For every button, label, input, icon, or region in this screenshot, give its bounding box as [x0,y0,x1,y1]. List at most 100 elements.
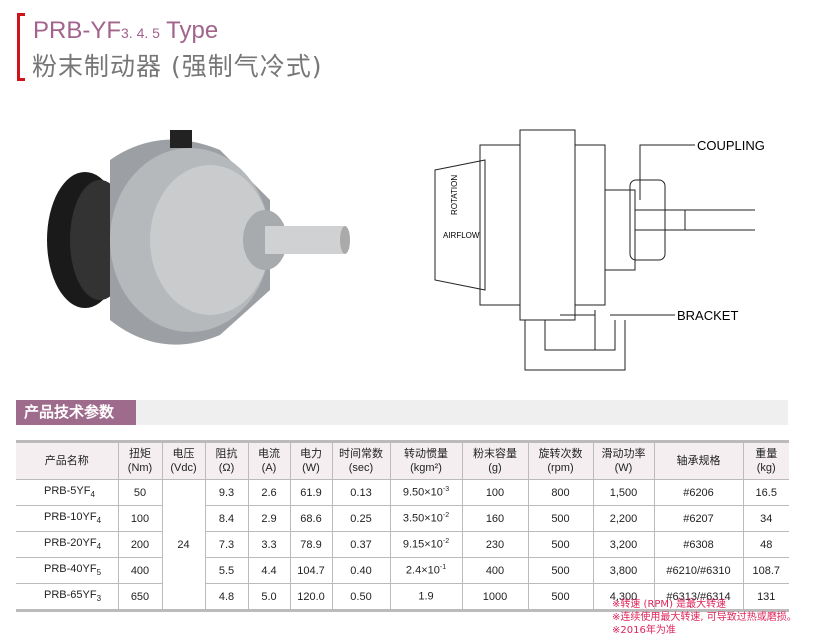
table-cell: 2.6 [247,479,291,506]
table-cell: PRB-10YF4 [16,505,119,532]
table-cell: 160 [461,505,529,532]
installation-diagram: ROTATION AIRFLOW COUPLING BRACKET [434,129,765,371]
table-cell: 1.9 [389,583,463,611]
table-cell: 7.3 [204,531,249,558]
table-cell: 100 [461,479,529,506]
table-cell: 61.9 [289,479,333,506]
table-cell: 500 [527,557,594,584]
column-header: 电力 (W) [289,441,333,480]
airflow-label: AIRFLOW [443,231,480,240]
table-cell: 9.3 [204,479,249,506]
header-label: 滑动功率 [601,448,646,460]
header-unit: (sec) [348,462,374,474]
table-cell: #6207 [653,505,744,532]
note: ※连续使用最大转速, 可导致过热或磨损。 [612,612,797,623]
table-cell: 5.0 [247,583,291,611]
section-bar [16,400,788,425]
table-cell: 108.7 [742,557,789,584]
header-unit: (Nm) [127,462,153,474]
table-cell: 78.9 [289,531,333,558]
table-cell: 500 [527,531,594,558]
table-cell: 104.7 [289,557,333,584]
header-label: 旋转次数 [538,448,583,460]
table-cell: 9.15×10-2 [389,531,463,558]
header-label: 粉末容量 [473,448,517,460]
table-cell: 120.0 [289,583,333,611]
header-unit: (rpm) [547,462,574,474]
column-header: 转动惯量(kgm²) [389,441,463,480]
table-cell: 0.37 [331,531,391,558]
header-label: 时间常数 [339,448,383,460]
header-unit: (Vdc) [170,462,197,474]
header-unit: (kg) [756,462,776,474]
header-unit: (W) [614,462,633,474]
table-cell: 48 [742,531,789,558]
column-header: 轴承规格 [653,441,744,480]
section-title: 产品技术参数 [16,400,136,425]
table-cell: 2.4×10-1 [389,557,463,584]
column-header: 滑动功率 (W) [592,441,655,480]
table-cell: 8.4 [204,505,249,532]
table-cell: 0.13 [331,479,391,506]
table-cell: 24 [161,479,206,611]
table-cell: 3,200 [592,531,655,558]
brake-photo [47,130,350,345]
table-cell: 1,500 [592,479,655,506]
spec-table: 产品名称 扭矩(Nm) 电压 (Vdc) 阻抗(Ω) 电流 (A) 电力 (W) 时间常数 (sec… [16,440,789,612]
table-cell: 68.6 [289,505,333,532]
column-header: 旋转次数 (rpm) [527,441,594,480]
column-header: 粉末容量 (g) [461,441,529,480]
header-unit: (g) [488,462,502,474]
note: ※2016年为准 [612,625,676,636]
header-unit: (W) [302,462,320,474]
column-header: 重量 (kg) [742,441,789,480]
table-cell: 3,800 [592,557,655,584]
rotation-label: ROTATION [450,175,459,215]
table-cell: 400 [461,557,529,584]
table-cell: 500 [527,505,594,532]
table-cell: 500 [527,583,594,611]
column-header: 产品名称 [16,441,119,480]
table-cell: 3.3 [247,531,291,558]
table-cell: 131 [742,583,789,611]
header-label: 电流 [258,448,280,460]
table-cell: 4,300 [592,583,655,611]
column-header: 扭矩(Nm) [117,441,163,480]
table-cell: 0.40 [331,557,391,584]
table-cell: 4.4 [247,557,291,584]
product-subtitle: 粉末制动器 (强制气冷式) [32,52,323,81]
table-cell: 16.5 [742,479,789,506]
table-cell: 200 [117,531,163,558]
header-label: 电压 [172,448,195,460]
header-unit: (A) [261,462,277,474]
column-header: 电压 (Vdc) [161,441,206,480]
table-cell: 2.9 [247,505,291,532]
header-label: 轴承规格 [676,455,721,467]
note: ※转速 (RPM) 是最大转速 [612,599,727,610]
table-cell: 3.50×10-2 [389,505,463,532]
table-cell: 9.50×10-3 [389,479,463,506]
coupling-label: COUPLING [697,138,765,153]
table-cell: 1000 [461,583,529,611]
table-cell: 400 [117,557,163,584]
table-cell: PRB-20YF4 [16,531,119,558]
table-cell: 4.8 [204,583,249,611]
table-cell: 800 [527,479,594,506]
header-label: 阻抗 [215,448,238,460]
header-label: 重量 [755,448,778,460]
header-label: 电力 [300,448,322,460]
table-cell: 650 [117,583,163,611]
header-label: 产品名称 [44,455,89,467]
product-title: PRB-YF3. 4. 5 Type [33,17,219,44]
table-cell: PRB-65YF3 [16,583,119,611]
table-cell: PRB-5YF4 [16,479,119,506]
column-header: 阻抗(Ω) [204,441,249,480]
table-cell: 50 [117,479,163,506]
table-cell: 100 [117,505,163,532]
table-cell: 0.50 [331,583,391,611]
bracket-label: BRACKET [677,308,738,323]
